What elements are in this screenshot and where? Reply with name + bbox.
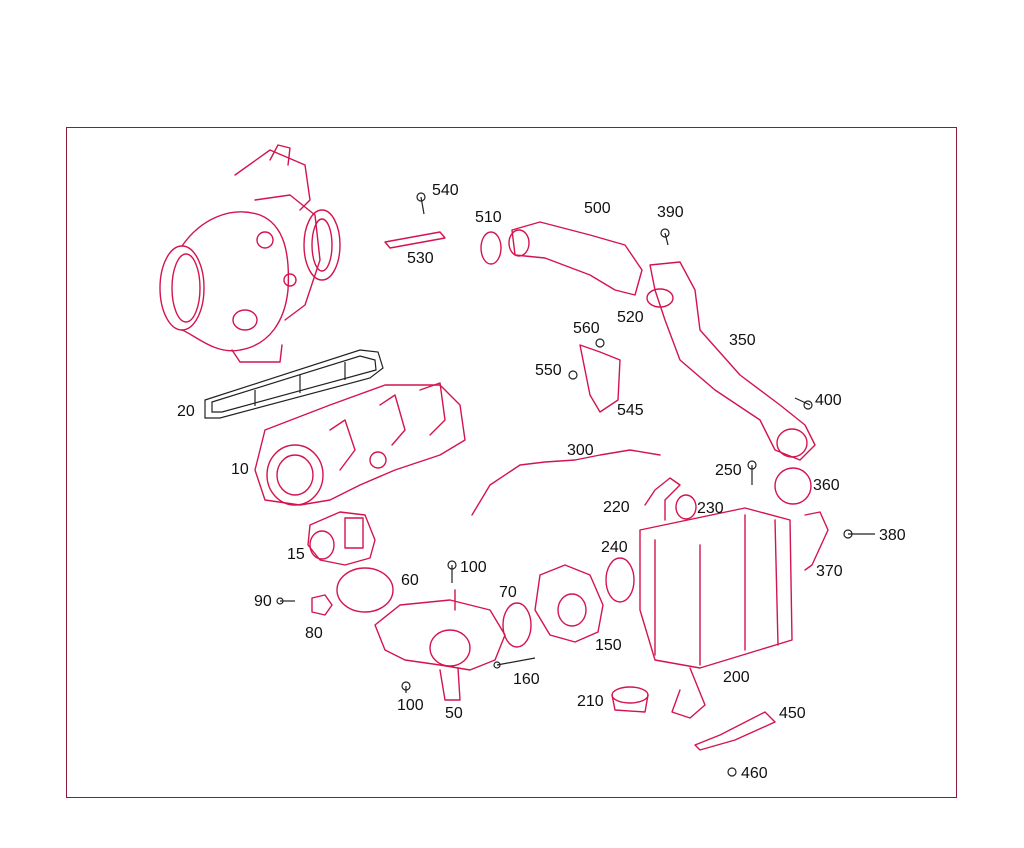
bolt-460 xyxy=(727,767,737,777)
callout-80: 80 xyxy=(305,625,323,642)
charge-air-cooler xyxy=(639,507,793,719)
callout-510: 510 xyxy=(475,209,502,226)
diagram-frame xyxy=(66,127,957,798)
bolt-90 xyxy=(276,597,295,605)
callout-210: 210 xyxy=(577,693,604,710)
callout-250: 250 xyxy=(715,462,742,479)
callout-370: 370 xyxy=(816,563,843,580)
bolt-160 xyxy=(493,657,536,669)
throttle-valve xyxy=(307,511,376,566)
callout-530: 530 xyxy=(407,250,434,267)
sensor-80 xyxy=(311,594,333,616)
seal-ring-240 xyxy=(605,557,635,603)
bolt-250 xyxy=(747,460,757,485)
callout-15: 15 xyxy=(287,546,305,563)
seal-ring-510 xyxy=(480,231,502,265)
bolt-560 xyxy=(595,338,605,348)
egr-valve xyxy=(534,564,604,643)
gasket-20 xyxy=(204,349,384,419)
seal-ring-60 xyxy=(336,567,394,613)
clamp-210 xyxy=(611,686,649,713)
callout-220: 220 xyxy=(603,499,630,516)
screw-380 xyxy=(843,529,875,539)
callout-550: 550 xyxy=(535,362,562,379)
bracket-220 xyxy=(644,477,681,521)
callout-460: 460 xyxy=(741,765,768,782)
callout-560: 560 xyxy=(573,320,600,337)
callout-400: 400 xyxy=(815,392,842,409)
callout-500: 500 xyxy=(584,200,611,217)
callout-450: 450 xyxy=(779,705,806,722)
bracket-370 xyxy=(804,511,829,571)
charge-pipe-350 xyxy=(649,261,816,461)
callout-50: 50 xyxy=(445,705,463,722)
seal-ring-70 xyxy=(502,602,532,648)
callout-200: 200 xyxy=(723,669,750,686)
egr-housing xyxy=(374,589,506,701)
bolt-550 xyxy=(568,370,578,380)
turbocharger xyxy=(159,144,341,363)
callout-90: 90 xyxy=(254,593,272,610)
callout-10: 10 xyxy=(231,461,249,478)
bolt-540 xyxy=(416,192,426,215)
callout-240: 240 xyxy=(601,539,628,556)
callout-545: 545 xyxy=(617,402,644,419)
callout-230: 230 xyxy=(697,500,724,517)
bracket-450 xyxy=(694,711,776,751)
callout-360: 360 xyxy=(813,477,840,494)
intake-manifold xyxy=(254,382,466,506)
pipe-300 xyxy=(471,449,661,516)
callout-70: 70 xyxy=(499,584,517,601)
callout-100-a: 100 xyxy=(460,559,487,576)
callout-100-b: 100 xyxy=(397,697,424,714)
seal-ring-230 xyxy=(675,494,697,520)
seal-ring-360 xyxy=(774,467,812,505)
seal-ring-520 xyxy=(646,288,674,308)
bolt-400 xyxy=(794,397,813,410)
air-duct-500 xyxy=(511,221,643,296)
bolt-100-b xyxy=(401,681,411,693)
callout-20: 20 xyxy=(177,403,195,420)
callout-300: 300 xyxy=(567,442,594,459)
callout-390: 390 xyxy=(657,204,684,221)
callout-540: 540 xyxy=(432,182,459,199)
callout-160: 160 xyxy=(513,671,540,688)
callout-380: 380 xyxy=(879,527,906,544)
bolt-100-a xyxy=(447,560,457,583)
bracket-530 xyxy=(384,231,446,249)
bolt-390 xyxy=(660,228,670,246)
callout-350: 350 xyxy=(729,332,756,349)
callout-60: 60 xyxy=(401,572,419,589)
bracket-545 xyxy=(579,344,621,413)
callout-150: 150 xyxy=(595,637,622,654)
callout-520: 520 xyxy=(617,309,644,326)
